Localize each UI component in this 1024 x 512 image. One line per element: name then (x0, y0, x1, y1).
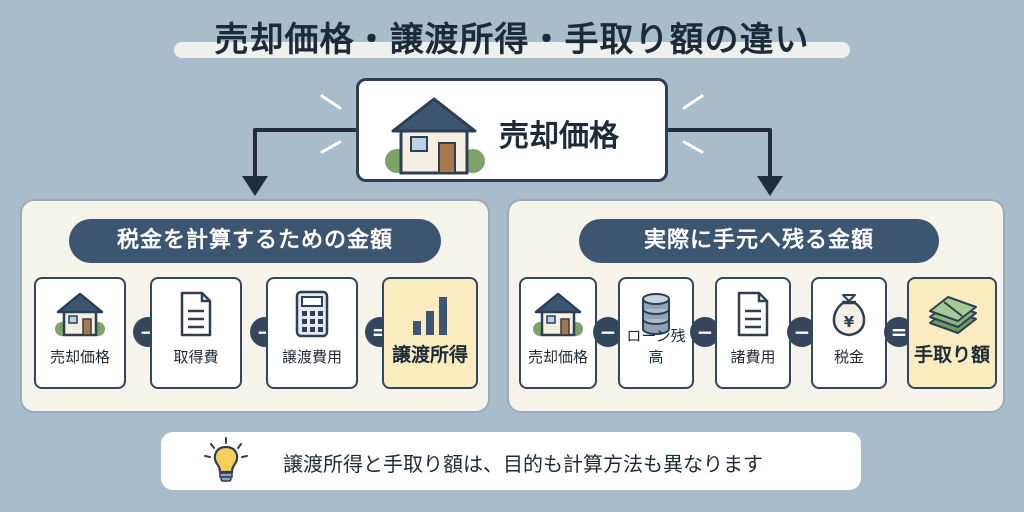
card-label: 手取り額 (913, 344, 990, 366)
document-icon (180, 291, 212, 337)
left-arrow-line (253, 128, 356, 178)
title-underline (174, 42, 850, 58)
card-loan-balance: ローン残高 (618, 277, 694, 389)
sale-price-label: 売却価格 (499, 119, 619, 154)
card-label: 税金 (833, 348, 864, 366)
net-proceeds-panel: 実際に手元へ残る金額 売却価格 − (507, 199, 1005, 413)
house-icon (533, 292, 583, 337)
card-transfer-expenses: 譲渡費用 (266, 277, 358, 389)
note-text: 譲渡所得と手取り額は、目的も計算方法も異なります (283, 452, 763, 476)
card-label: 売却価格 (527, 348, 588, 366)
note-box: 譲渡所得と手取り額は、目的も計算方法も異なります (161, 432, 861, 490)
title-area: 売却価格・譲渡所得・手取り額の違い (0, 8, 1024, 64)
calculator-icon (295, 290, 329, 338)
card-acquisition-cost: 取得費 (150, 277, 242, 389)
page-title: 売却価格・譲渡所得・手取り額の違い (214, 20, 810, 60)
svg-text:¥: ¥ (844, 313, 855, 331)
card-label: 譲渡所得 (391, 344, 468, 366)
card-label: 譲渡費用 (281, 348, 342, 366)
bar-chart-icon (413, 297, 447, 335)
tax-calculation-panel: 税金を計算するための金額 売却価格 − 取得費 − (20, 199, 490, 413)
document-icon (737, 291, 769, 337)
cash-bundle-icon (929, 296, 977, 334)
card-misc-expenses: 諸費用 (715, 277, 791, 389)
card-sale-price: 売却価格 (34, 277, 126, 389)
tax-calculation-heading: 税金を計算するための金額 (69, 219, 441, 263)
card-sale-price: 売却価格 (519, 277, 597, 389)
card-transfer-income: 譲渡所得 (382, 277, 478, 389)
card-label: 売却価格 (49, 348, 110, 366)
house-icon (385, 97, 485, 175)
house-icon (55, 292, 105, 337)
right-arrow-line (668, 128, 772, 178)
left-arrow-head (242, 176, 268, 196)
sale-price-box: 売却価格 (356, 78, 668, 182)
card-taxes: ¥ 税金 (811, 277, 887, 389)
card-net-proceeds: 手取り額 (907, 277, 997, 389)
right-arrow-head (757, 176, 783, 196)
card-label: 取得費 (173, 348, 219, 366)
coin-stack-icon (642, 293, 670, 335)
card-label: 諸費用 (730, 348, 776, 366)
lightbulb-icon (204, 437, 248, 482)
net-proceeds-heading: 実際に手元へ残る金額 (579, 219, 939, 263)
card-label: ローン残高 (626, 327, 686, 366)
money-bag-icon: ¥ (832, 294, 866, 337)
